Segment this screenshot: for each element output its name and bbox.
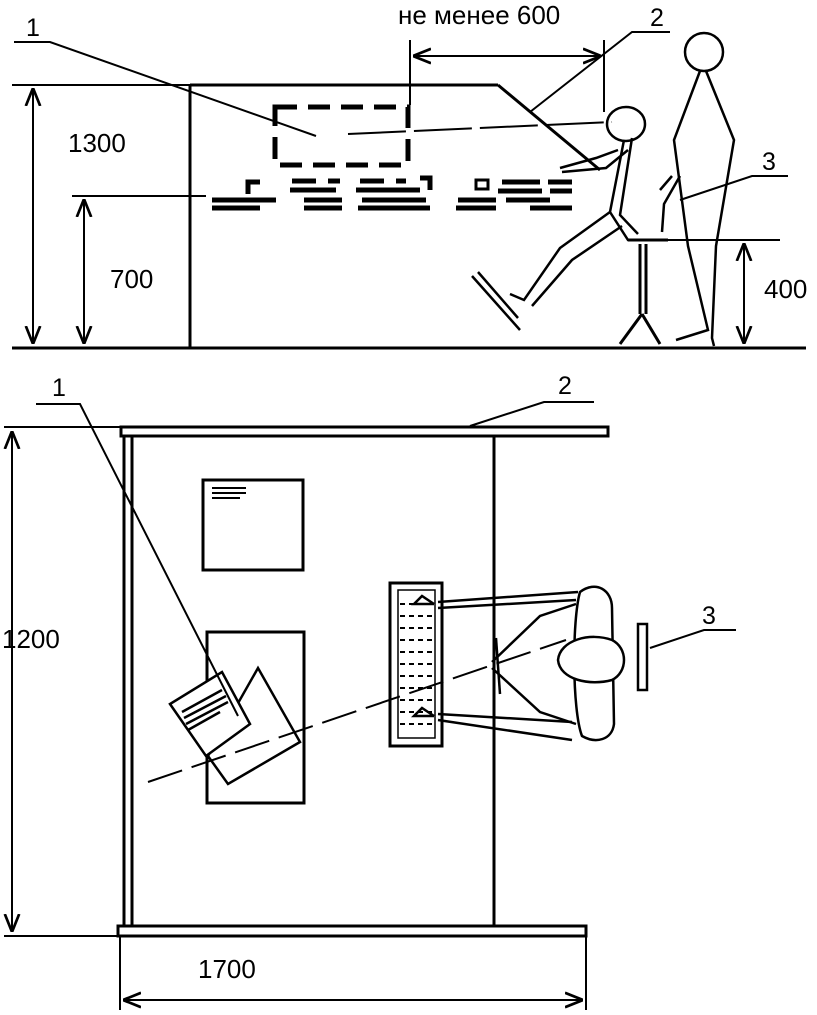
dim-min-distance-label: не менее 600 <box>398 0 560 30</box>
gaze-line-top <box>147 639 567 783</box>
callout-3-top: 3 <box>702 602 716 630</box>
top-view <box>4 401 736 1010</box>
standing-operator-head <box>683 31 725 73</box>
standing-operator <box>659 31 736 347</box>
console-top <box>116 425 610 938</box>
dim-1200-line <box>4 426 121 937</box>
dim-700-line <box>72 195 206 344</box>
callout-1-top: 1 <box>52 374 66 402</box>
console-side <box>188 83 601 348</box>
operator-top <box>410 585 626 742</box>
callout-leaders-side <box>14 31 788 201</box>
dim-400-line <box>668 239 780 344</box>
callout-1-side: 1 <box>26 14 40 42</box>
chair-back-top <box>636 622 649 692</box>
dim-height-seat-label: 400 <box>764 274 807 304</box>
dim-1300-line <box>12 84 190 344</box>
callout-3-side: 3 <box>762 148 776 176</box>
callout-2-side: 2 <box>650 4 664 32</box>
dim-height-total-label: 1300 <box>68 128 126 158</box>
monitor-top <box>201 478 305 572</box>
keyboard-top <box>388 581 444 748</box>
dim-width-label: 1700 <box>198 954 256 984</box>
gaze-line-side <box>347 121 613 135</box>
operator-stool <box>618 238 668 345</box>
dim-1700-line <box>119 936 587 1010</box>
controls-dashes-side <box>212 175 572 211</box>
side-view <box>12 31 806 350</box>
seated-operator-head <box>605 105 647 143</box>
display-zone-side <box>272 104 411 168</box>
seated-operator <box>471 105 647 331</box>
dim-depth-label: 1200 <box>2 624 60 654</box>
callout-leaders-top <box>36 401 736 717</box>
callout-2-top: 2 <box>558 372 572 400</box>
dim-height-desk-label: 700 <box>110 264 153 294</box>
dim-600-line <box>409 40 605 112</box>
documents-top <box>168 665 302 786</box>
